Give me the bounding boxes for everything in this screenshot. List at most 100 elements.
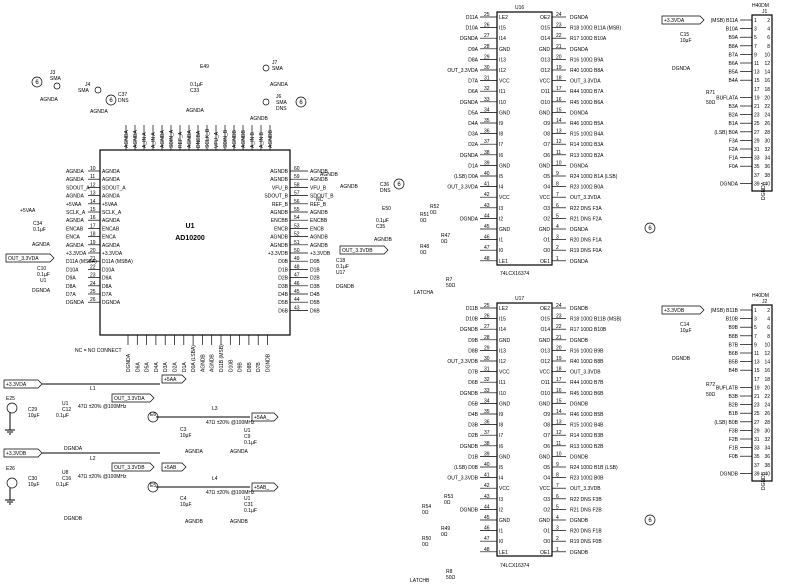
latch-pin-num: 35: [484, 409, 490, 415]
latch-pin-name: VCC: [499, 370, 510, 376]
header-signal: B3B: [729, 394, 739, 400]
latch-pin-name: O11: [541, 380, 550, 386]
u1-pin-name: AGNDB: [270, 243, 288, 249]
header-pin-odd: 33: [754, 446, 760, 452]
u1-pin-num: 18: [90, 232, 96, 238]
c10-ref: C10: [37, 266, 46, 272]
latch-output-net: R18 100Ω B11B (MSB): [570, 317, 622, 323]
u1-pin-num: 60: [294, 166, 300, 172]
latch-pin-name: I11: [499, 89, 506, 95]
header-pin-even: 22: [764, 104, 770, 110]
latch-pin-name: O15: [541, 26, 551, 32]
header-signal: DGNDB: [720, 471, 739, 477]
latch-pin-num: 36: [484, 420, 490, 426]
header-signal: B10B: [726, 317, 739, 323]
j3-connector: [53, 82, 61, 90]
u1-right-net: D2B: [310, 276, 320, 282]
note-num-5: 6: [648, 226, 652, 232]
pwr-wires-analog: [156, 416, 250, 488]
u1-top-pin-name: A_IN A: [142, 132, 148, 148]
latch-pin-num: 22: [556, 324, 562, 330]
pwr-aa-supply: +5AA: [164, 377, 177, 383]
header-pin-odd: 1: [754, 308, 757, 314]
r49-val: 0Ω: [441, 532, 448, 538]
latch-pin-num: 17: [556, 377, 562, 383]
latch-pin-name: O10: [541, 100, 551, 106]
latch-pin-num: 20: [556, 54, 562, 60]
latch-pin-num: 32: [484, 86, 490, 92]
pwr-aa-cap2-val: 0.1µF: [244, 440, 257, 446]
header-pin-even: 40: [764, 181, 770, 187]
latch-pin-num: 24: [556, 12, 562, 18]
latch-output-net: OUT_3.3VDA: [570, 195, 601, 201]
pwr-a-ic: U1: [62, 401, 69, 407]
header-pin-odd: 29: [754, 138, 760, 144]
latch-pin-num: 5: [556, 213, 559, 219]
latch-pin-name: GND: [539, 47, 551, 53]
u1-bottom-pin-name: AGNDB: [210, 354, 216, 372]
pwr-wires-digital: [42, 383, 160, 454]
latch-pin-name: I3: [499, 497, 503, 503]
agndb-label-2: AGNDB: [320, 172, 338, 178]
latch-pin-name: OE1: [540, 550, 550, 556]
u1-pin-num: 15: [90, 207, 96, 213]
pwr-ab-ic: U1: [244, 496, 251, 502]
pwr-ab-gnd: AGNDB: [185, 519, 203, 525]
u1-pin-name: AGNDB: [270, 210, 288, 216]
header-pin-even: 36: [764, 454, 770, 460]
latch-input-net: (LSB) D0A: [454, 174, 479, 180]
header-pin-even: 4: [767, 27, 770, 33]
header-pin-even: 30: [764, 428, 770, 434]
header-pin-odd: 19: [754, 95, 760, 101]
u1-pin-name: D11A (MSBA): [102, 259, 133, 265]
header-pin-odd: 21: [754, 394, 760, 400]
header-pin-even: 14: [764, 70, 770, 76]
header-pin-odd: 17: [754, 377, 760, 383]
latch-input-net: DGNDA: [460, 216, 479, 222]
pwr-a-cap1: C29: [28, 407, 37, 413]
latch-pin-name: I1: [499, 529, 503, 535]
u1-top-pin-name: DNEBA: [196, 130, 202, 148]
u1-right-net: VFU_B: [310, 185, 327, 191]
j6-dns: DNS: [276, 106, 287, 112]
latch-pin-name: I5: [499, 174, 503, 180]
latch-pin-name: GND: [539, 401, 551, 407]
latch-output-net: R22 DNS F3A: [570, 206, 602, 212]
u1-pin-name: AGNDB: [270, 169, 288, 175]
latch-pin-name: O11: [541, 89, 550, 95]
note-circle-1: [31, 76, 43, 88]
u1-right-net: AGNDB: [310, 169, 328, 175]
latch-pin-name: I11: [499, 380, 506, 386]
u17-body: [496, 302, 553, 557]
u1-pin-num: 26: [90, 297, 96, 303]
u1-pin-name: SCLK_A: [102, 210, 122, 216]
u1-pin-name: ENCBB: [271, 218, 289, 224]
latch-output-net: R24 100Ω B1A (LSB): [570, 174, 618, 180]
header-signal: F1A: [729, 156, 739, 162]
u1-body: [99, 149, 291, 336]
pwr-aa-out-flag: [251, 412, 279, 422]
latch-input-net: D9B: [468, 338, 478, 344]
r7-val: 50Ω: [446, 283, 456, 289]
latch-pin-num: 27: [484, 324, 490, 330]
header-signal: B6A: [729, 61, 739, 67]
u1-pin-name: ENCAB: [102, 226, 120, 232]
pwr-ab-cap2: C31: [244, 502, 253, 508]
latch-pin-name: I4: [499, 476, 503, 482]
latch-pin-num: 23: [556, 23, 562, 29]
note-num-3: 6: [299, 100, 303, 106]
latch-pin-name: I1: [499, 238, 503, 244]
u1-bottom-pin-name: D2A: [173, 362, 179, 372]
j4-connector: [94, 86, 102, 94]
header-pin-odd: 27: [754, 130, 760, 136]
latch-output-net: DGNDA: [570, 110, 589, 116]
latch-output-net: R15 100Ω B4B: [570, 423, 604, 429]
nc-note: NC = NO CONNECT: [75, 348, 122, 354]
header-pin-odd: 23: [754, 113, 760, 119]
latch-input-net: D5A: [468, 110, 478, 116]
u17-label-mid: U17: [336, 270, 345, 276]
u1-pin-num: 44: [294, 297, 300, 303]
latch-output-net: R20 DNS F1A: [570, 238, 602, 244]
u1-pin-num: 10: [90, 166, 96, 172]
u1-top-pin-name: AGNDB: [241, 130, 247, 148]
